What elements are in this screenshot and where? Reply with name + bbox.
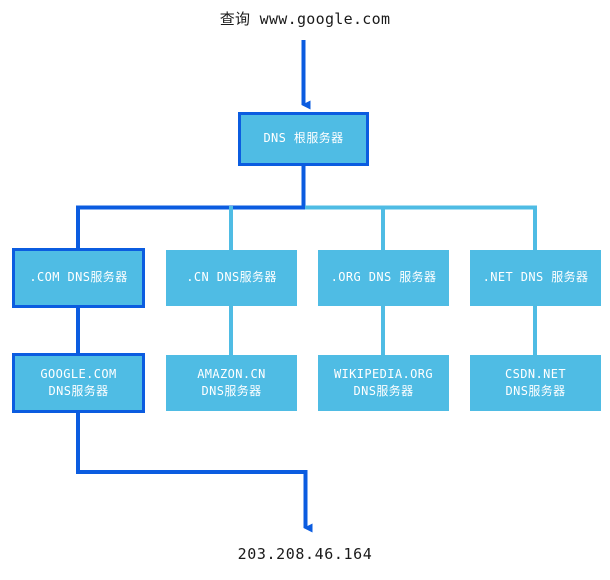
node-dns-root-server[interactable]: DNS 根服务器 — [238, 112, 369, 166]
wire-answer-path — [76, 413, 313, 533]
node-authoritative-amazon-cn[interactable]: AMAZON.CN DNS服务器 — [166, 355, 297, 411]
query-label: 查询 www.google.com — [219, 10, 391, 28]
node-tld-com[interactable]: .COM DNS服务器 — [12, 248, 145, 308]
node-authoritative-google-com[interactable]: GOOGLE.COM DNS服务器 — [12, 353, 145, 413]
node-authoritative-wikipedia-org[interactable]: WIKIPEDIA.ORG DNS服务器 — [318, 355, 449, 411]
node-tld-cn[interactable]: .CN DNS服务器 — [166, 250, 297, 306]
resolved-ip-label: 203.208.46.164 — [237, 545, 373, 563]
node-authoritative-csdn-net[interactable]: CSDN.NET DNS服务器 — [470, 355, 601, 411]
node-tld-net[interactable]: .NET DNS 服务器 — [470, 250, 601, 306]
node-tld-org[interactable]: .ORG DNS 服务器 — [318, 250, 449, 306]
